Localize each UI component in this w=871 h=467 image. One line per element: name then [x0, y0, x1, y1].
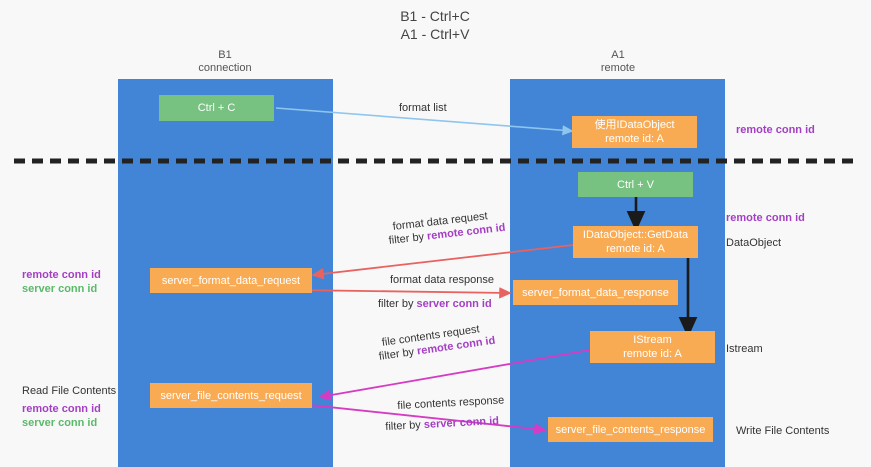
- node-istream-line1: IStream: [633, 334, 672, 346]
- annotation-left-remote-conn-id-1: remote conn id: [22, 269, 101, 281]
- edge-label-file-contents-response-filter: filter by server conn id: [385, 414, 499, 435]
- edge-label-format-list: format list: [399, 102, 447, 114]
- edge-label-format-data-response-filter: filter by server conn id: [378, 297, 492, 312]
- page-title-line2: A1 - Ctrl+V: [400, 26, 470, 42]
- edge-label-filter-prefix-3: filter by: [378, 345, 418, 363]
- node-server-file-contents-response[interactable]: server_file_contents_response: [548, 417, 713, 442]
- edge-label-filter-key-server-conn-id-2: server conn id: [423, 415, 500, 431]
- lane-header-a1-line2: remote: [600, 62, 636, 74]
- node-dataobject-remote-line1: 使用IDataObject: [594, 119, 675, 131]
- node-getdata-line2: remote id: A: [606, 243, 665, 255]
- node-server-file-contents-request[interactable]: server_file_contents_request: [150, 383, 312, 408]
- edge-label-file-contents-response: file contents response: [397, 393, 505, 414]
- lane-header-b1-line2: connection: [198, 62, 252, 74]
- edge-label-filter-prefix-4: filter by: [385, 418, 425, 433]
- node-ctrl-c[interactable]: Ctrl + C: [159, 95, 274, 121]
- edge-label-file-contents-response-text: file contents response: [397, 394, 505, 412]
- node-dataobject-remote-line2: remote id: A: [605, 133, 664, 145]
- annotation-dataobject: DataObject: [726, 237, 782, 249]
- annotation-left-remote-conn-id-2: remote conn id: [22, 403, 101, 415]
- annotation-istream: Istream: [726, 343, 763, 355]
- node-ctrl-c-label: Ctrl + C: [197, 102, 236, 114]
- node-server-file-contents-response-label: server_file_contents_response: [555, 423, 706, 436]
- node-istream-line2: remote id: A: [623, 348, 682, 360]
- node-istream[interactable]: IStream remote id: A: [590, 331, 715, 363]
- node-ctrl-v-label: Ctrl + V: [617, 178, 654, 191]
- node-getdata[interactable]: IDataObject::GetData remote id: A: [573, 226, 698, 258]
- annotation-left-server-conn-id-2: server conn id: [22, 417, 98, 429]
- annotation-remote-conn-id-mid: remote conn id: [726, 212, 805, 224]
- node-server-format-data-request[interactable]: server_format_data_request: [150, 268, 312, 293]
- annotation-remote-conn-id-top: remote conn id: [736, 124, 815, 136]
- node-server-format-data-response-label: server_format_data_response: [522, 286, 669, 299]
- edge-label-filter-prefix: filter by: [388, 230, 428, 247]
- node-getdata-line1: IDataObject::GetData: [582, 229, 689, 241]
- lane-header-b1-line1: B1: [218, 49, 232, 61]
- page-title-line1: B1 - Ctrl+C: [400, 8, 470, 24]
- annotation-left-server-conn-id-1: server conn id: [22, 283, 98, 295]
- node-ctrl-v[interactable]: Ctrl + V: [578, 172, 693, 197]
- annotation-write-file-contents: Write File Contents: [736, 425, 830, 437]
- edge-label-filter-prefix-2: filter by: [378, 298, 417, 310]
- lane-header-a1-line1: A1: [611, 49, 625, 61]
- node-server-format-data-request-label: server_format_data_request: [161, 274, 301, 287]
- node-dataobject-remote[interactable]: 使用IDataObject remote id: A: [572, 116, 697, 148]
- edge-label-filter-key-server-conn-id: server conn id: [416, 298, 492, 310]
- annotation-read-file-contents: Read File Contents: [22, 385, 117, 397]
- edge-label-format-data-response: format data response: [390, 274, 494, 286]
- node-server-format-data-response[interactable]: server_format_data_response: [513, 280, 678, 305]
- node-server-file-contents-request-label: server_file_contents_request: [160, 389, 302, 402]
